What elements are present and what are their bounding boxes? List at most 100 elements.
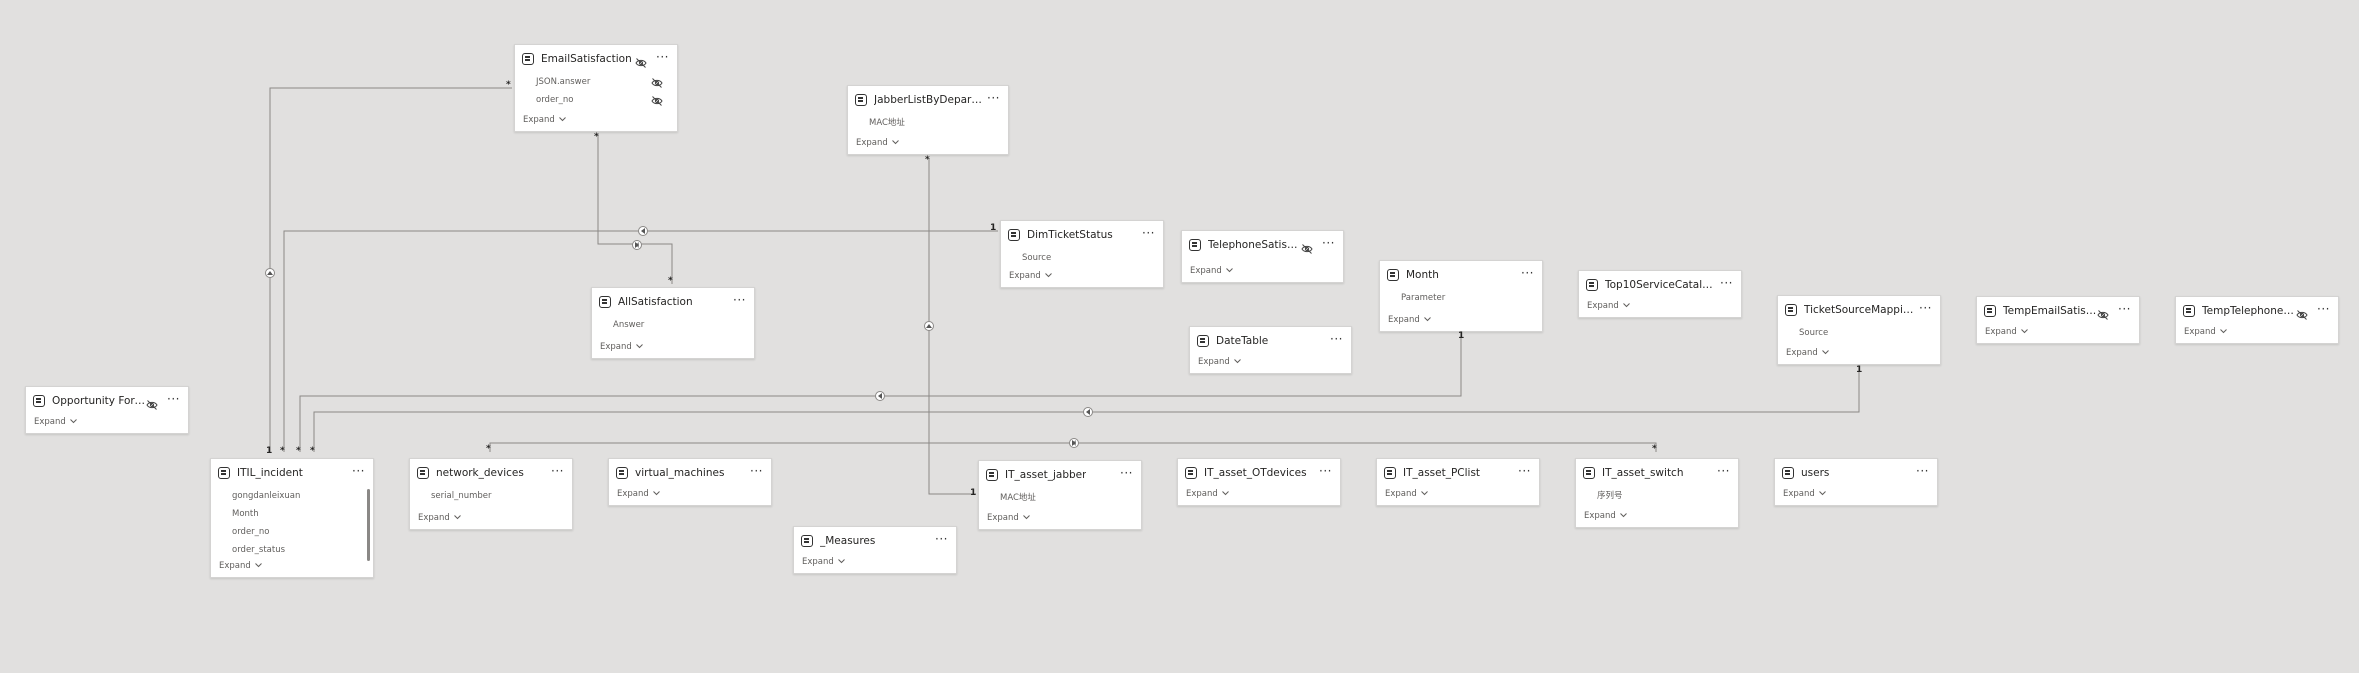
relationship-email-allsat[interactable] — [597, 134, 673, 284]
table-header[interactable]: JabberListByDepartment··· — [848, 86, 1008, 114]
table-card-DateTable[interactable]: DateTable··· Expand — [1189, 326, 1352, 374]
field-row[interactable]: order_no — [211, 523, 373, 541]
table-header[interactable]: DimTicketStatus··· — [1001, 221, 1163, 249]
table-card-IT_asset_PClist[interactable]: IT_asset_PClist···Expand — [1376, 458, 1540, 506]
expand-link[interactable]: Expand — [802, 557, 845, 567]
table-header[interactable]: DateTable··· — [1190, 327, 1351, 355]
table-card-OpportunityForecast[interactable]: Opportunity Foreca...··· Expand — [25, 386, 189, 434]
more-options-icon[interactable]: ··· — [1319, 464, 1332, 478]
filter-direction-both-icon[interactable] — [632, 240, 642, 250]
field-row[interactable]: JSON.answer — [515, 73, 677, 91]
table-header[interactable]: IT_asset_switch··· — [1576, 459, 1738, 487]
filter-direction-left-icon[interactable] — [875, 391, 885, 401]
field-row[interactable]: gongdanleixuan — [211, 487, 373, 505]
more-options-icon[interactable]: ··· — [551, 464, 564, 478]
more-options-icon[interactable]: ··· — [1521, 266, 1534, 280]
table-header[interactable]: _Measures··· — [794, 527, 956, 555]
table-header[interactable]: IT_asset_OTdevices··· — [1178, 459, 1340, 487]
hidden-eye-icon[interactable] — [1301, 239, 1313, 254]
table-header[interactable]: Opportunity Foreca...··· — [26, 387, 188, 415]
field-row[interactable]: Source — [1778, 324, 1940, 342]
expand-link[interactable]: Expand — [1186, 489, 1229, 499]
hidden-eye-icon[interactable] — [651, 95, 663, 106]
filter-direction-up-icon[interactable] — [265, 268, 275, 278]
table-header[interactable]: TelephoneSatisfacti...··· — [1182, 231, 1343, 259]
field-scrollbar[interactable] — [367, 489, 370, 561]
more-options-icon[interactable]: ··· — [750, 464, 763, 478]
hidden-eye-icon[interactable] — [651, 77, 663, 88]
more-options-icon[interactable]: ··· — [987, 91, 1000, 105]
table-header[interactable]: ITIL_incident··· — [211, 459, 373, 487]
expand-link[interactable]: Expand — [1198, 357, 1241, 367]
expand-link[interactable]: Expand — [523, 115, 566, 125]
expand-link[interactable]: Expand — [34, 417, 77, 427]
hidden-eye-icon[interactable] — [635, 53, 647, 68]
table-card-Measures[interactable]: _Measures··· Expand — [793, 526, 957, 574]
field-row[interactable]: MAC地址 — [848, 114, 1008, 132]
table-header[interactable]: TempTelephoneSati...··· — [2176, 297, 2338, 325]
table-header[interactable]: Month··· — [1380, 261, 1542, 289]
filter-direction-left-icon[interactable] — [638, 226, 648, 236]
table-header[interactable]: users··· — [1775, 459, 1937, 487]
more-options-icon[interactable]: ··· — [167, 392, 180, 406]
field-row[interactable]: Answer — [592, 316, 754, 334]
field-row[interactable]: order_no — [515, 91, 677, 109]
more-options-icon[interactable]: ··· — [1330, 332, 1343, 346]
more-options-icon[interactable]: ··· — [935, 532, 948, 546]
table-card-IT_asset_OTdevices[interactable]: IT_asset_OTdevices··· Expand — [1177, 458, 1341, 506]
table-header[interactable]: AllSatisfaction··· — [592, 288, 754, 316]
expand-link[interactable]: Expand — [2184, 327, 2227, 337]
expand-link[interactable]: Expand — [1584, 511, 1627, 521]
table-header[interactable]: IT_asset_PClist··· — [1377, 459, 1539, 487]
table-header[interactable]: TicketSourceMappingTa...··· — [1778, 296, 1940, 324]
expand-link[interactable]: Expand — [1009, 271, 1052, 281]
expand-link[interactable]: Expand — [617, 489, 660, 499]
expand-link[interactable]: Expand — [600, 342, 643, 352]
filter-direction-up-icon[interactable] — [924, 321, 934, 331]
expand-link[interactable]: Expand — [219, 561, 262, 571]
table-card-Top10ServiceCatalog[interactable]: Top10ServiceCatalogCo...···Expand — [1578, 270, 1742, 318]
filter-direction-both-icon[interactable] — [1069, 438, 1079, 448]
filter-direction-left-icon[interactable] — [1083, 407, 1093, 417]
table-card-IT_asset_switch[interactable]: IT_asset_switch···序列号 Expand — [1575, 458, 1739, 528]
expand-link[interactable]: Expand — [418, 513, 461, 523]
table-header[interactable]: TempEmailSatisfact...··· — [1977, 297, 2139, 325]
more-options-icon[interactable]: ··· — [733, 293, 746, 307]
hidden-eye-icon[interactable] — [2097, 305, 2109, 320]
relationship-jabber-asset[interactable] — [928, 158, 976, 495]
more-options-icon[interactable]: ··· — [352, 464, 365, 478]
hidden-eye-icon[interactable] — [2296, 305, 2308, 320]
more-options-icon[interactable]: ··· — [1919, 301, 1932, 315]
expand-link[interactable]: Expand — [1783, 489, 1826, 499]
more-options-icon[interactable]: ··· — [1717, 464, 1730, 478]
expand-link[interactable]: Expand — [1587, 301, 1630, 311]
more-options-icon[interactable]: ··· — [1142, 226, 1155, 240]
more-options-icon[interactable]: ··· — [2118, 302, 2131, 316]
table-card-TempTelephoneSatisfaction[interactable]: TempTelephoneSati...··· Expand — [2175, 296, 2339, 344]
field-row[interactable]: Source — [1001, 249, 1163, 267]
table-card-JabberListByDepartment[interactable]: JabberListByDepartment···MAC地址 Expand — [847, 85, 1009, 155]
relationship-dimstatus-itil[interactable] — [283, 230, 998, 452]
table-header[interactable]: IT_asset_jabber··· — [979, 461, 1141, 489]
table-card-virtual_machines[interactable]: virtual_machines··· Expand — [608, 458, 772, 506]
field-row[interactable]: 序列号 — [1576, 487, 1738, 505]
field-row[interactable]: MAC地址 — [979, 489, 1141, 507]
table-card-TempEmailSatisfaction[interactable]: TempEmailSatisfact...···Expand — [1976, 296, 2140, 344]
expand-link[interactable]: Expand — [1190, 266, 1233, 276]
expand-link[interactable]: Expand — [856, 138, 899, 148]
table-header[interactable]: network_devices··· — [410, 459, 572, 487]
more-options-icon[interactable]: ··· — [2317, 302, 2330, 316]
table-header[interactable]: EmailSatisfaction··· — [515, 45, 677, 73]
more-options-icon[interactable]: ··· — [1518, 464, 1531, 478]
more-options-icon[interactable]: ··· — [1322, 236, 1335, 250]
table-header[interactable]: virtual_machines··· — [609, 459, 771, 487]
